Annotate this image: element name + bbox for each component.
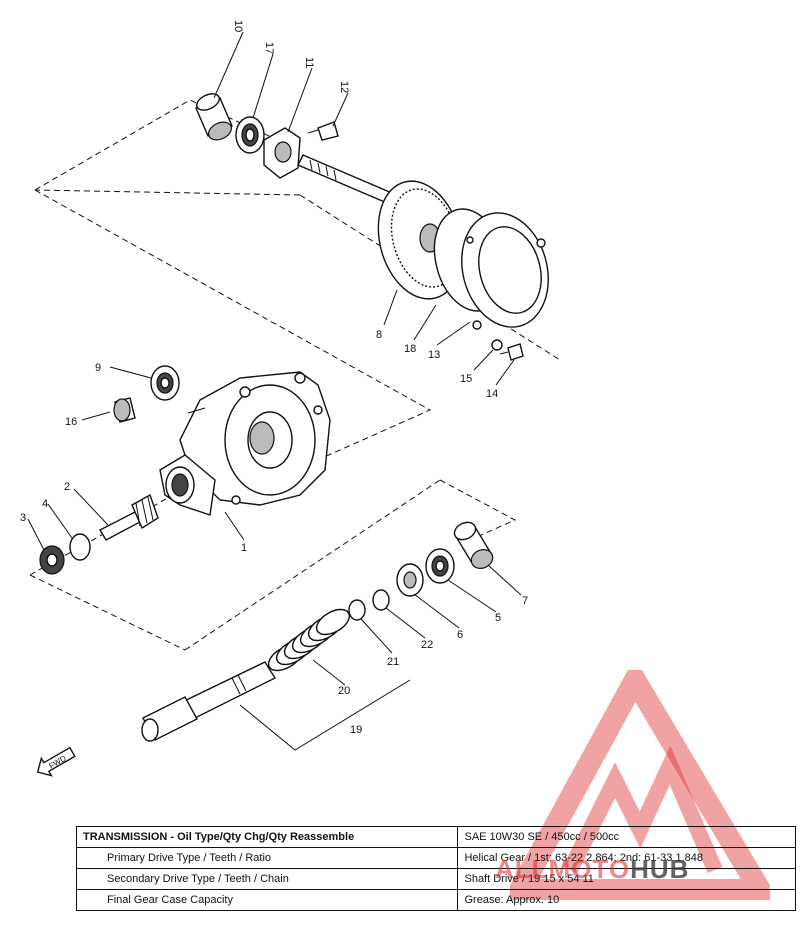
watermark-brand-left: ALLMOTO (495, 854, 631, 884)
callout-17: 17 (263, 42, 275, 54)
part-17-bearing (235, 116, 265, 154)
callout-numbers: 10 17 11 12 8 18 13 15 14 9 16 2 3 4 1 7… (20, 20, 528, 736)
table-row: Final Gear Case Capacity Grease: Approx.… (75, 889, 796, 911)
table-row: TRANSMISSION - Oil Type/Qty Chg/Qty Reas… (75, 826, 796, 848)
part-2-pinion (99, 493, 159, 541)
callout-4: 4 (42, 498, 48, 510)
part-6-nut (396, 563, 424, 597)
table-key: Secondary Drive Type / Teeth / Chain (75, 868, 459, 890)
part-12-bolt (307, 121, 339, 141)
callout-7: 7 (522, 595, 528, 607)
callout-18: 18 (404, 343, 416, 355)
part-19-drive-shaft (141, 661, 277, 742)
table-value: Grease: Approx. 10 (457, 889, 796, 911)
part-14-bolt (499, 343, 524, 361)
table-key: TRANSMISSION - Oil Type/Qty Chg/Qty Reas… (75, 826, 459, 848)
part-7-collar (453, 521, 494, 569)
part-9-bearing (150, 365, 180, 401)
callout-8: 8 (376, 329, 382, 341)
part-16-bushing (113, 397, 136, 423)
part-15-washer (491, 339, 503, 351)
callout-14: 14 (486, 388, 498, 400)
part-4-shim (69, 533, 91, 561)
part-5-bearing (425, 548, 455, 584)
part-11-plate (263, 127, 301, 179)
specification-table: TRANSMISSION - Oil Type/Qty Chg/Qty Reas… (75, 826, 796, 911)
table-value: Shaft Drive / 19 15 x 54 11 (457, 868, 796, 890)
part-1-gear-case (159, 371, 331, 516)
callout-19: 19 (350, 724, 362, 736)
callout-6: 6 (457, 629, 463, 641)
table-key: Primary Drive Type / Teeth / Ratio (75, 847, 459, 869)
callout-21: 21 (387, 656, 399, 668)
callout-13: 13 (428, 349, 440, 361)
callout-1: 1 (241, 542, 247, 554)
callout-3: 3 (20, 512, 26, 524)
fwd-arrow-icon: FWD (36, 746, 76, 777)
callout-12: 12 (338, 81, 350, 93)
callout-5: 5 (495, 612, 501, 624)
callout-2: 2 (64, 481, 70, 493)
watermark-brand-right: HUB (630, 854, 690, 884)
callout-11: 11 (303, 57, 315, 68)
part-22-washer (372, 589, 390, 611)
callout-22: 22 (421, 639, 433, 651)
callout-16: 16 (65, 416, 77, 428)
exploded-parts-diagram: FWD 10 17 11 12 8 18 13 15 14 9 16 2 3 4… (20, 20, 561, 777)
part-10-sleeve (195, 93, 233, 141)
table-row: Secondary Drive Type / Teeth / Chain Sha… (75, 868, 796, 890)
table-value: SAE 10W30 SE / 450cc / 500cc (457, 826, 796, 848)
callout-15: 15 (460, 373, 472, 385)
callout-10: 10 (232, 20, 244, 32)
watermark-text: ALLMOTOHUB (495, 854, 689, 885)
part-20-spring (267, 608, 351, 672)
assembly-outline-upper (34, 99, 561, 471)
part-13-cover (461, 212, 549, 330)
table-key: Final Gear Case Capacity (75, 889, 459, 911)
callout-9: 9 (95, 362, 101, 374)
part-3-nut (39, 545, 65, 575)
part-21-washer (348, 599, 366, 621)
callout-20: 20 (338, 685, 350, 697)
leader-lines (27, 31, 522, 751)
